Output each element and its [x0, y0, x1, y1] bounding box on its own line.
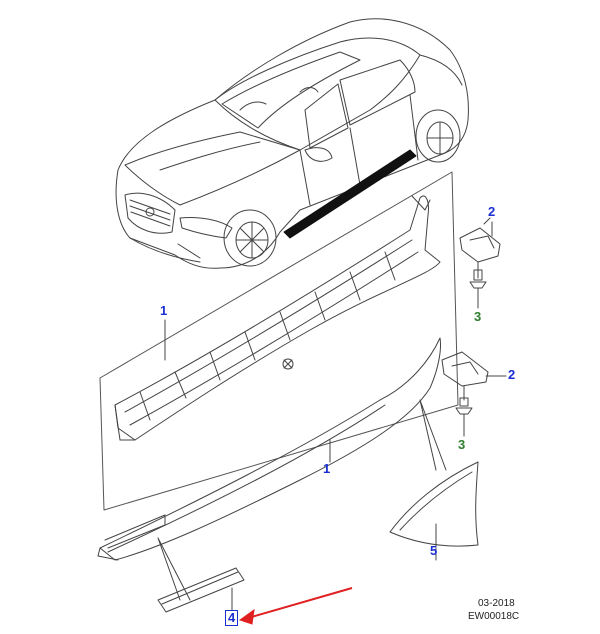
- callout-sill-lower[interactable]: 1: [323, 461, 331, 476]
- sill-highlight: [283, 149, 417, 239]
- diagram-code: EW00018C: [468, 611, 520, 622]
- vehicle-illustration: [115, 18, 469, 269]
- diagram-date: 03-2018: [478, 598, 515, 609]
- callout-strip-front[interactable]: 4: [225, 610, 239, 626]
- clip-lower-part: [455, 385, 473, 437]
- callout-flap-rear[interactable]: 5: [430, 543, 438, 558]
- callout-bracket-lower[interactable]: 2: [508, 367, 516, 382]
- bracket-upper-part: [459, 221, 501, 263]
- leader-line-bracket-upper: [483, 217, 491, 225]
- trim-strip-part: [157, 537, 245, 613]
- mud-flap-part: [389, 399, 479, 547]
- sill-outer-part: [97, 337, 441, 561]
- callout-bracket-upper[interactable]: 2: [488, 204, 496, 219]
- bracket-lower-part: [441, 351, 507, 387]
- sill-inner-part: [114, 195, 441, 441]
- callout-sill-outer[interactable]: 1: [160, 303, 168, 318]
- callout-clip-upper[interactable]: 3: [474, 309, 482, 324]
- clip-upper-part: [469, 261, 487, 309]
- callout-clip-lower[interactable]: 3: [458, 437, 466, 452]
- assembly-frame-upper: [99, 171, 459, 511]
- pointer-arrow: [238, 587, 353, 625]
